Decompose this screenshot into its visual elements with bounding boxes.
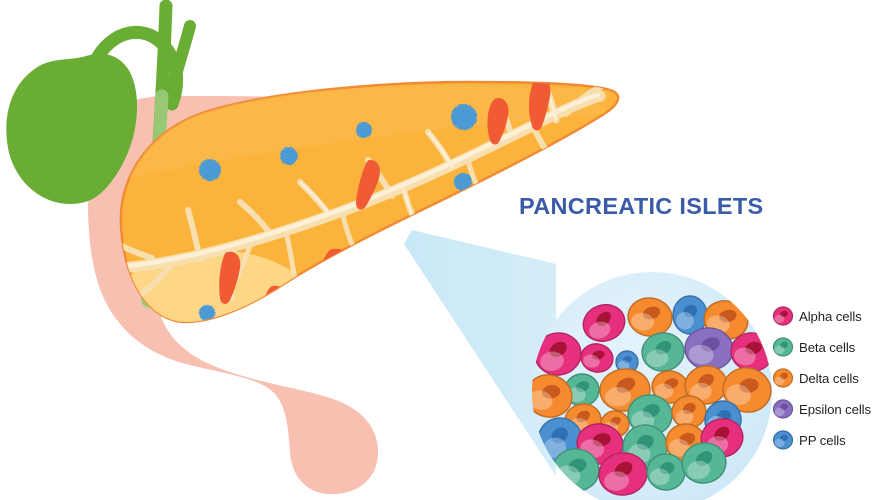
hepatic-duct-right (164, 20, 196, 102)
islet-cell (684, 365, 728, 405)
cell-highlight (668, 439, 690, 457)
cell-nucleus (739, 378, 759, 393)
cell-highlight (675, 409, 694, 425)
cell-nucleus (549, 341, 567, 357)
islet-cell (582, 303, 626, 343)
cell-nucleus (568, 458, 587, 473)
cell-highlight (604, 471, 629, 491)
cell-nucleus (591, 350, 605, 360)
delta-cell-icon (772, 367, 794, 389)
cell-highlight (689, 382, 712, 401)
cell-nucleus (698, 373, 714, 388)
legend-row[interactable]: Delta cells (772, 365, 883, 391)
pancreas-head-highlight (120, 250, 324, 322)
cell-nucleus (682, 402, 696, 415)
cell-highlight (532, 390, 553, 411)
cell-nucleus (551, 427, 568, 443)
cell-nucleus (616, 377, 636, 393)
islet-cell (684, 327, 734, 371)
islet-dot (356, 122, 372, 138)
cell-nucleus (610, 416, 621, 426)
cell-highlight (687, 460, 710, 480)
islet-dot (451, 104, 477, 130)
islet-dot (454, 173, 472, 191)
cell-nucleus (679, 432, 696, 446)
legend-label: Beta cells (799, 339, 856, 355)
cell-highlight (733, 347, 756, 366)
islet-cell (627, 297, 673, 337)
cell-highlight (631, 312, 655, 331)
epsilon-cell-icon (772, 398, 794, 420)
cell-highlight (583, 354, 600, 368)
magnifier-cone (404, 230, 556, 476)
pancreas (119, 80, 620, 324)
cell-nucleus (596, 311, 611, 327)
alpha-cell-icon (772, 305, 794, 327)
islet-cell (651, 370, 689, 404)
cell-highlight (649, 468, 670, 486)
islet-dot (280, 147, 298, 165)
cell-nucleus (659, 462, 675, 475)
islet-cell (564, 373, 600, 407)
islet-dot (199, 159, 221, 181)
legend-label: Alpha cells (799, 308, 862, 324)
cell-nucleus (642, 306, 661, 320)
cell-highlight (617, 360, 630, 371)
legend-row[interactable]: Beta cells (772, 334, 883, 360)
pp-cell-icon (772, 429, 794, 451)
cell-nucleus (714, 426, 730, 441)
cell-highlight (543, 437, 567, 459)
cell-highlight (676, 311, 694, 330)
legend-row[interactable]: Alpha cells (772, 303, 883, 329)
cell-highlight (688, 344, 714, 365)
page-title: PANCREATIC ISLETS (519, 193, 764, 219)
islet-cell (580, 343, 614, 373)
magnifier (404, 230, 772, 500)
beta-cell-icon (772, 336, 794, 358)
cell-highlight (540, 351, 564, 371)
islet-cell (681, 442, 727, 484)
cell-nucleus (683, 304, 698, 318)
cell-nucleus (642, 404, 660, 418)
cell-nucleus (655, 340, 672, 355)
cell-highlight (726, 384, 751, 405)
cell-nucleus (592, 433, 611, 447)
islet-cell (615, 350, 639, 374)
cell-nucleus (623, 355, 632, 364)
cell-highlight (654, 383, 674, 399)
cell-nucleus (696, 451, 713, 466)
cell-nucleus (664, 378, 679, 389)
cell-nucleus (636, 434, 654, 450)
islet-cell (722, 367, 772, 413)
islet-cell (532, 374, 573, 418)
gallbladder (6, 53, 138, 205)
cell-nucleus (719, 309, 737, 323)
cell-highlight (646, 349, 669, 368)
cell-nucleus (614, 461, 633, 477)
islet-cell (646, 453, 686, 491)
islet-cell (641, 332, 685, 372)
legend-row[interactable]: Epsilon cells (772, 396, 883, 422)
cell-nucleus (576, 381, 590, 392)
legend-label: Epsilon cells (799, 401, 871, 417)
cell-nucleus (745, 341, 762, 355)
cell-highlight (604, 387, 631, 407)
legend-row[interactable]: PP cells (772, 427, 883, 453)
legend-label: Delta cells (799, 370, 859, 386)
cell-nucleus (576, 410, 590, 423)
cell-nucleus (541, 385, 561, 399)
cell-highlight (588, 321, 611, 339)
cell-nucleus (701, 337, 720, 352)
islet-dot (199, 305, 215, 321)
islet-cell (672, 295, 708, 335)
legend-label: PP cells (799, 432, 846, 448)
